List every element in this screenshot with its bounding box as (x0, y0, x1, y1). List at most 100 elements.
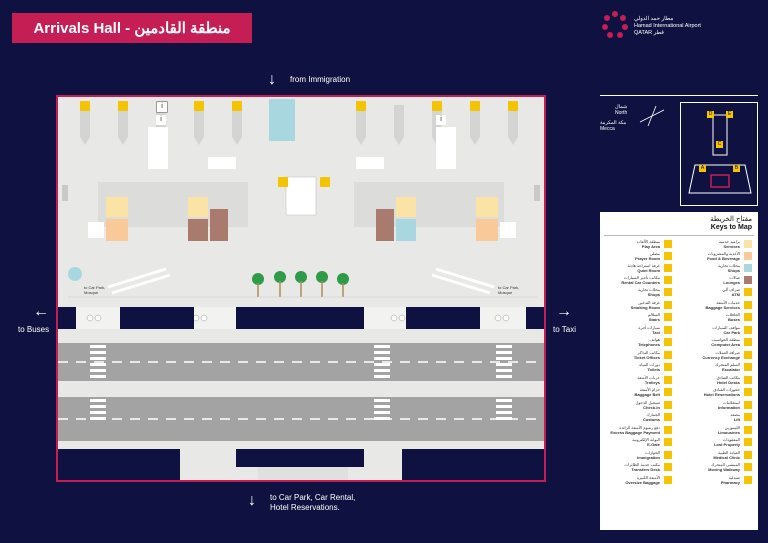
medical-icon (744, 450, 752, 459)
legend-label-ar: خدمات الأمتعة (716, 299, 740, 305)
trolley-icon (664, 375, 672, 384)
legend-swatch (744, 240, 752, 248)
legend-label-ar: الحافلات (725, 312, 740, 317)
legend-label-ar: مكاتب تأجير السيارات (623, 275, 660, 280)
legend-label-ar: مصعد (730, 412, 740, 417)
overview-map: D E C A B (680, 102, 758, 206)
concourse-label: A (699, 165, 706, 172)
escalator-icon (744, 363, 752, 371)
walkway-icon (744, 463, 752, 471)
legend-label-en: Information (718, 404, 740, 410)
mecca-label: مكة المكرمة Mecca (600, 120, 626, 132)
legend-label-ar: الليموزين (724, 424, 740, 430)
bus-icon (744, 313, 752, 321)
divider (604, 235, 754, 236)
legend-label-ar: الممشى المتحرك (711, 462, 740, 467)
phone-icon (664, 338, 672, 346)
info-icon: i (436, 115, 446, 125)
legend-label-ar: مكتب خدمة الطائرات (624, 462, 660, 467)
baggage-belt-icon (232, 101, 242, 111)
legend-label-ar: مكاتب الفنادق (716, 374, 740, 380)
info-icon: i (156, 115, 166, 125)
trolley-icon (278, 177, 288, 187)
compass-north-en: North (615, 110, 628, 116)
legend-label-en: Lost Property (713, 442, 740, 447)
concourse-label: B (733, 165, 740, 172)
atm-icon (744, 288, 752, 296)
logo-english: Hamad International Airport (634, 23, 701, 29)
legend-label-en: Telephones (638, 342, 660, 347)
baggage-belt-icon (194, 101, 204, 111)
legend-label-ar: هواتف (649, 337, 660, 342)
hotel-res-icon (744, 388, 752, 396)
legend-label-ar: السلم المتحرك (715, 362, 740, 367)
legend-label-ar: غرفة استراحة هادئة (627, 263, 660, 268)
legend-label-ar: براميد خدمية (718, 239, 740, 244)
legend-label-en: Car Park (723, 329, 740, 335)
excess-icon (664, 425, 672, 434)
nav-from-immigration: from Immigration (290, 75, 351, 84)
legend-label-ar: صرافة العملات (715, 349, 740, 355)
shop-icon (664, 288, 672, 296)
legend-label-en: Hotel Desks (717, 379, 740, 385)
car-park-right-label: to Car Park, Mosque (498, 285, 520, 295)
legend-label-ar: السلالم (647, 312, 660, 317)
legend-label-en: Shops (647, 292, 660, 297)
egate-icon (664, 438, 672, 446)
compass-north-ar: شمال (615, 104, 628, 110)
baggage-belt-icon (80, 101, 90, 111)
legend-label-ar: حجوزات الفنادق (713, 387, 740, 392)
smoking-icon (664, 300, 672, 309)
arrow-down-icon: ↓ (268, 71, 276, 88)
legend-label-ar: العيادة الطبية (718, 449, 740, 455)
legend-swatch (744, 276, 752, 284)
legend-label-en: Smoking Room (630, 304, 660, 310)
baggage-belt-icon (118, 101, 128, 111)
legend-icon (664, 264, 672, 272)
legend-label-en: Toilets (647, 367, 660, 372)
baggage-belt-icon (470, 101, 480, 111)
parking-icon (744, 325, 752, 334)
info-icon (744, 400, 752, 409)
computer-icon (744, 338, 752, 346)
legend-label-en: Check-in (643, 404, 660, 410)
arrow-down-icon: ↓ (248, 492, 256, 509)
nav-to-buses: to Buses (18, 325, 50, 334)
hotel-icon (744, 375, 752, 384)
legend-label-ar: الأمتعة الكبيرة (636, 474, 660, 480)
legend-label-ar: مصلى (649, 251, 660, 256)
legend-label-en: Baggage Services (705, 304, 740, 310)
concourse-label: E (726, 111, 733, 118)
legend-label-en: Play Area (641, 244, 660, 249)
ticket-icon (664, 350, 672, 359)
baggage-belt-icon (432, 101, 442, 111)
compass-icon (639, 105, 665, 127)
legend-label-ar: صراف آلي (722, 287, 740, 292)
baggage-services-icon (744, 300, 752, 309)
legend-label-en: Taxi (652, 329, 660, 335)
nav-to-taxi: to Taxi (553, 325, 576, 334)
legend-label-ar: الجوازات (645, 449, 660, 455)
legend-label-en: Computer Area (711, 342, 740, 347)
mecca-ar: مكة المكرمة (600, 120, 627, 126)
